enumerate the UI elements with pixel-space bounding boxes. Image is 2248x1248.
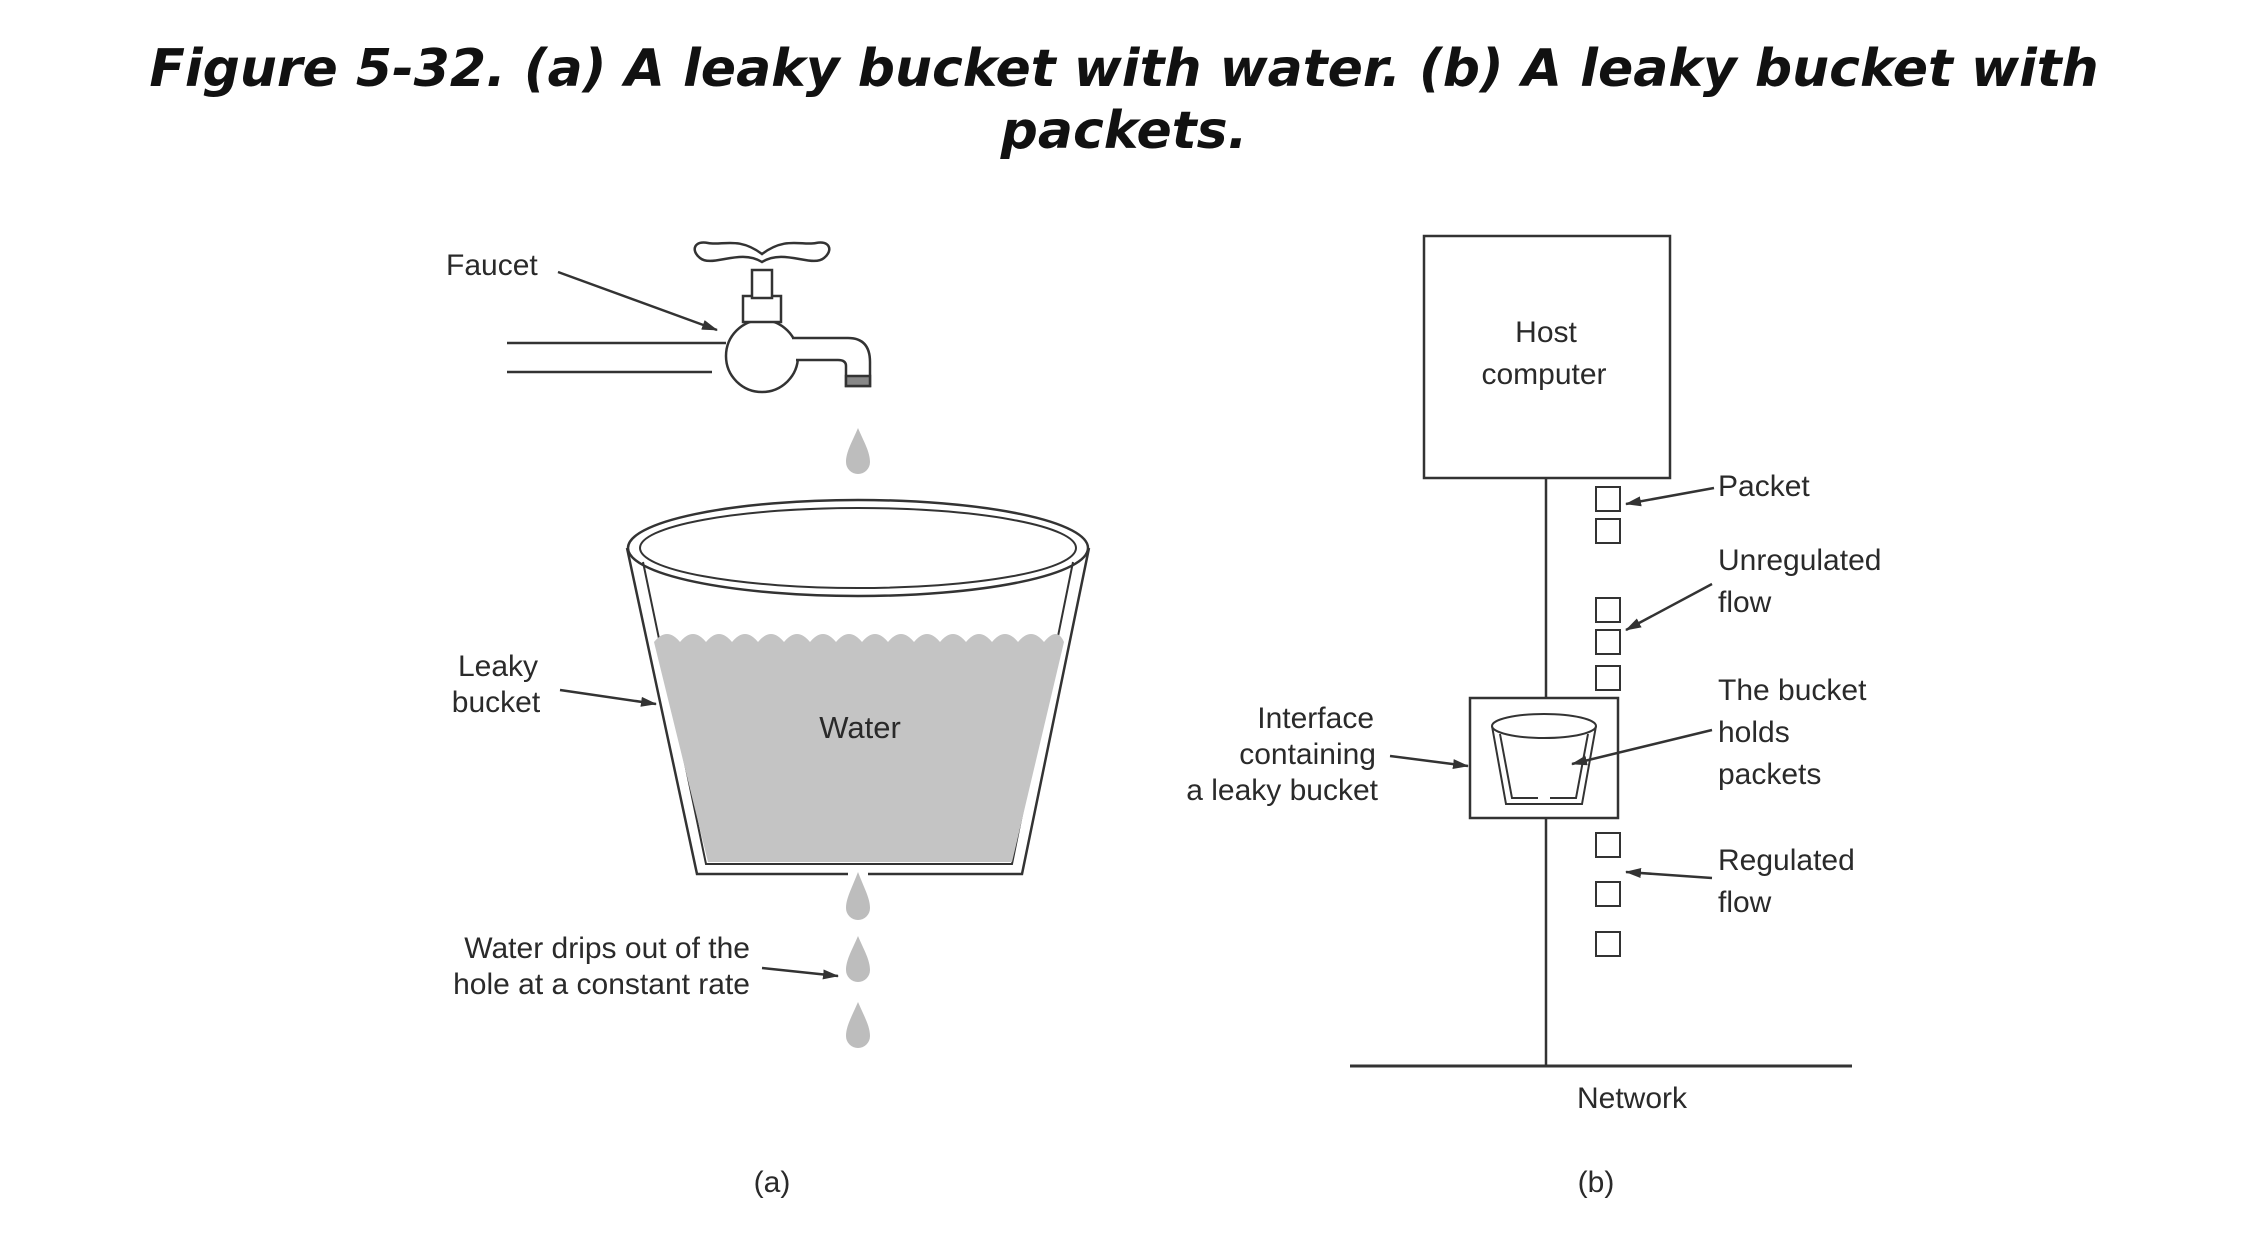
packet-icon	[1595, 518, 1621, 544]
packet-icon	[1595, 629, 1621, 655]
host-computer-box	[1422, 234, 1672, 480]
packet-label: Packet	[1718, 470, 1810, 503]
bucket-holds-label-line-3: packets	[1718, 758, 1821, 791]
faucet-label: Faucet	[446, 249, 538, 282]
leaky-bucket-label-line-2: bucket	[452, 686, 541, 719]
caption-b: (b)	[1578, 1166, 1615, 1199]
faucet-arrow	[557, 270, 718, 332]
packet-icon	[1595, 597, 1621, 623]
host-label-line-1: Host	[1515, 316, 1577, 349]
bucket-holds-label-line-1: The bucket	[1718, 674, 1867, 707]
water-drop-icon	[846, 1002, 870, 1048]
figure-title-line-2: packets.	[1000, 101, 1248, 161]
unregulated-arrow	[1625, 582, 1713, 632]
bucket-holds-arrow	[1571, 728, 1713, 766]
small-bucket-icon	[1491, 713, 1597, 805]
water-drop-icon	[846, 428, 870, 474]
interface-arrow	[1389, 754, 1469, 770]
panel-a: Faucet Water Leaky bucket Water drips ou…	[446, 241, 1091, 1199]
caption-a: (a)	[754, 1166, 791, 1199]
figure-title-line-1: Figure 5-32. (a) A leaky bucket with wat…	[149, 39, 2099, 99]
packet-icon	[1595, 832, 1621, 858]
leaky-bucket-label-line-1: Leaky	[458, 650, 538, 683]
figure-title: Figure 5-32. (a) A leaky bucket with wat…	[0, 38, 2248, 162]
leaky-bucket-arrow	[559, 688, 657, 707]
network-label: Network	[1577, 1082, 1688, 1115]
water-drop-icon	[846, 872, 870, 920]
drips-label-line-1: Water drips out of the	[464, 932, 750, 965]
faucet-icon	[507, 241, 872, 394]
interface-label-line-2: containing	[1239, 738, 1376, 771]
drips-arrow	[761, 966, 839, 980]
leaky-bucket-icon	[625, 498, 1091, 878]
panel-b: Host computer Network Packet Unregulated…	[1186, 234, 1881, 1199]
water-label: Water	[819, 710, 901, 745]
interface-label-line-1: Interface	[1257, 702, 1374, 735]
unregulated-label-line-1: Unregulated	[1718, 544, 1881, 577]
packet-arrow	[1625, 486, 1715, 507]
regulated-label-line-2: flow	[1718, 886, 1772, 919]
packet-icon	[1595, 931, 1621, 957]
regulated-arrow	[1625, 868, 1713, 880]
water-drop-icon	[846, 936, 870, 982]
host-label-line-2: computer	[1481, 358, 1606, 391]
drips-label-line-2: hole at a constant rate	[453, 968, 750, 1001]
regulated-label-line-1: Regulated	[1718, 844, 1855, 877]
interface-label-line-3: a leaky bucket	[1186, 774, 1378, 807]
packet-icon	[1595, 486, 1621, 512]
bucket-holds-label-line-2: holds	[1718, 716, 1790, 749]
unregulated-label-line-2: flow	[1718, 586, 1772, 619]
packet-icon	[1595, 881, 1621, 907]
packet-icon	[1595, 665, 1621, 691]
